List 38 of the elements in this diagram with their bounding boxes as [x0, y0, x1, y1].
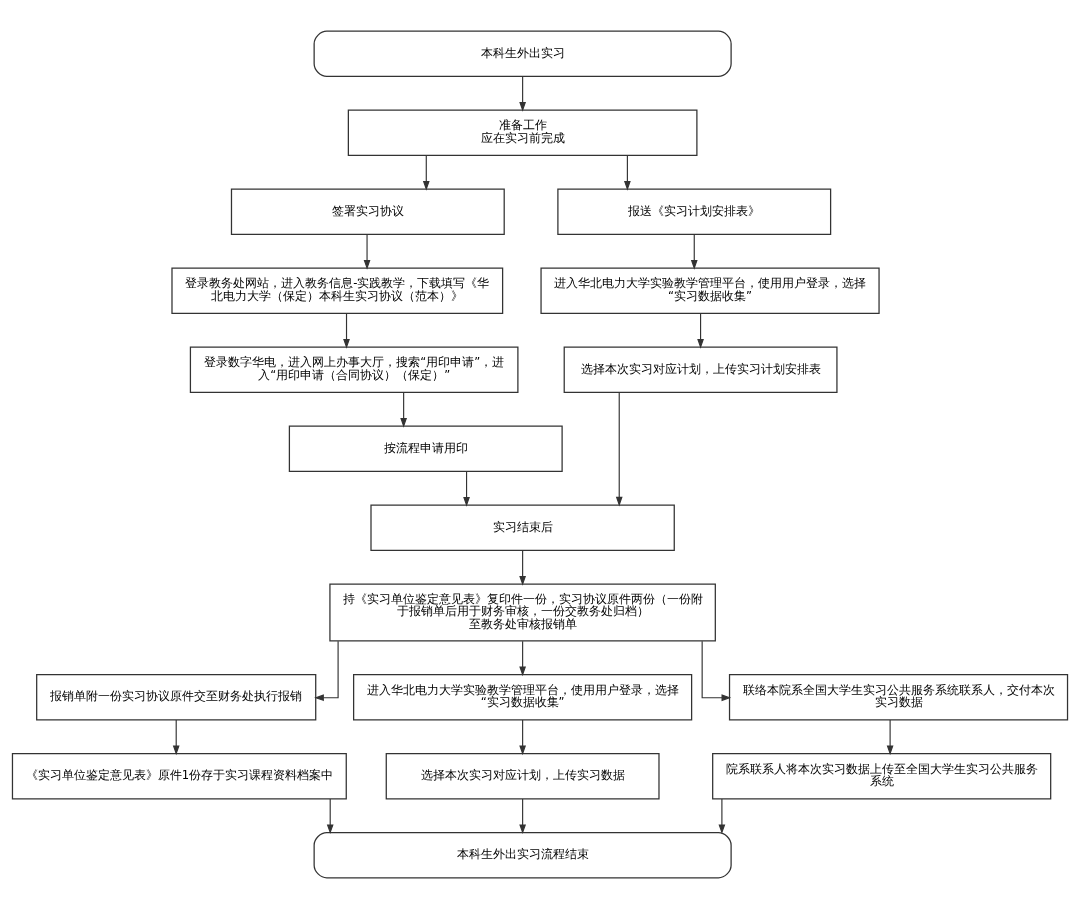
arrow	[314, 640, 339, 702]
node-box: 实习结束后	[370, 504, 675, 551]
arrow	[624, 155, 631, 191]
arrow	[519, 719, 527, 756]
arrow	[343, 313, 350, 349]
arrow	[697, 313, 704, 349]
node-box: 院系联系人将本次实习数据上传至全国大学生实习公共服务系统	[712, 752, 1052, 800]
node-box: 登录数字华电，进入网上办事大厅，搜索“用印申请”，进入“用印申请（合同协议）（保定）”	[189, 346, 519, 393]
arrow	[718, 798, 726, 835]
node-box: 报销单附一份实习协议原件交至财务处执行报销	[36, 673, 317, 721]
node-box: 签署实习协议	[230, 188, 505, 236]
arrow	[422, 155, 430, 191]
node-box: 按流程申请用印	[288, 425, 563, 472]
arrow	[400, 392, 408, 428]
node-box: 报送《实习计划安排表》	[557, 188, 832, 236]
arrow	[519, 549, 527, 586]
arrow	[326, 798, 334, 835]
arrow	[363, 234, 371, 270]
arrow	[690, 234, 698, 270]
arrow	[463, 470, 470, 507]
node-box: 进入华北电力大学实验教学管理平台，使用用户登录，选择“实习数据收集”	[353, 673, 693, 721]
node-box: 选择本次实习对应计划，上传实习计划安排表	[563, 346, 838, 393]
arrow	[519, 640, 527, 677]
arrow	[519, 76, 527, 112]
node-box: 本科生外出实习	[313, 30, 732, 78]
node-box: 《实习单位鉴定意见表》原件1份存于实习课程资料档案中	[11, 752, 347, 800]
node-box: 登录教务处网站，进入教务信息-实践教学，下载填写《华北电力大学（保定）本科生实习协议（范本）》	[171, 267, 504, 315]
node-box: 选择本次实习对应计划，上传实习数据	[385, 752, 660, 800]
node-box: 持《实习单位鉴定意见表》复印件一份，实习协议原件两份（一份附于报销单后用于财务审核，一份交教务处归档） 至教务处审核报销单	[329, 583, 716, 642]
node-box: 进入华北电力大学实验教学管理平台，使用用户登录，选择“实习数据收集”	[540, 267, 880, 315]
arrow	[615, 392, 623, 507]
arrow	[172, 719, 180, 756]
arrow	[519, 798, 527, 835]
node-box: 联络本院系全国大学生实习公共服务系统联系人，交付本次实习数据	[728, 673, 1069, 721]
node-box: 本科生外出实习流程结束	[313, 831, 732, 879]
arrow	[886, 719, 894, 756]
arrow	[701, 640, 732, 702]
node-box: 准备工作 应在实习前完成	[347, 109, 698, 157]
